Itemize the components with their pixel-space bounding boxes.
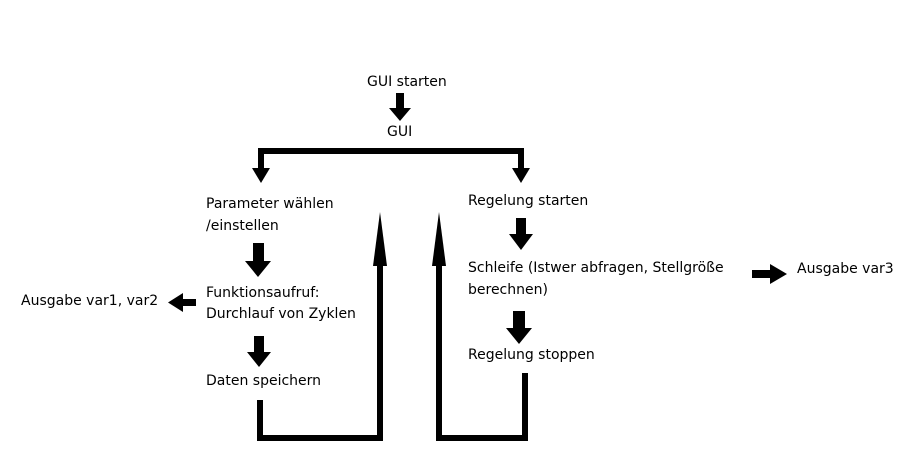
right-loop-up [436, 262, 442, 441]
node-reg-stop: Regelung stoppen [468, 347, 595, 363]
arrow-loop-to-output-right [752, 264, 787, 284]
node-func-line2: Durchlauf von Zyklen [206, 306, 356, 322]
arrow-func-to-output-left [168, 293, 196, 312]
left-loop-down [257, 400, 263, 440]
branch-horizontal-bar [258, 148, 524, 154]
arrow-param-to-func [245, 243, 271, 277]
node-func-line1: Funktionsaufruf: [206, 285, 320, 301]
right-loop-down [522, 373, 528, 441]
right-loop-bottom [436, 435, 528, 441]
node-gui: GUI [387, 124, 413, 140]
node-output-right: Ausgabe var3 [797, 261, 894, 277]
node-param-line1: Parameter wählen [206, 196, 334, 212]
left-loop-up [377, 262, 383, 441]
left-loop-arrowhead [373, 212, 387, 266]
node-output-left: Ausgabe var1, var2 [21, 293, 159, 309]
branch-right-arrowhead [512, 168, 530, 183]
arrow-func-to-save [247, 336, 271, 367]
arrow-start-to-gui [389, 93, 411, 121]
arrow-regstart-to-loop [509, 218, 533, 250]
branch-left-drop [258, 148, 264, 172]
node-save: Daten speichern [206, 373, 322, 389]
node-gui-start: GUI starten [367, 74, 447, 90]
node-loop-line1: Schleife (Istwer abfragen, Stellgröße [468, 260, 724, 276]
node-reg-start: Regelung starten [468, 193, 589, 209]
right-loop-arrowhead [432, 212, 446, 266]
node-param-line2: /einstellen [206, 218, 279, 234]
branch-left-arrowhead [252, 168, 270, 183]
left-loop-bottom [257, 435, 383, 441]
branch-right-drop [518, 148, 524, 172]
arrow-loop-to-regstop [506, 311, 532, 344]
node-loop-line2: berechnen) [468, 282, 548, 298]
